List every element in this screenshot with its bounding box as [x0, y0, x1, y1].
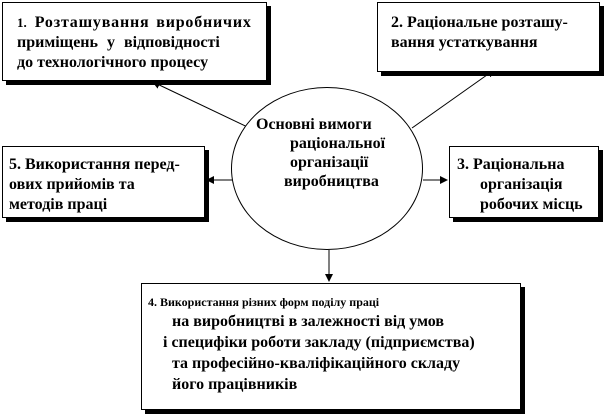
box1-line-2: приміщень у відповідності: [17, 34, 220, 51]
box4-line-1: на виробництві в залежності від умов: [172, 313, 444, 330]
box1-line-1: 1. Розташування виробничих: [17, 14, 252, 31]
central-ellipse: [231, 87, 423, 250]
central-ellipse-text: Основні вимоги раціональної організації …: [244, 115, 410, 191]
box2-line-1: 2. Раціональне розташу-: [391, 14, 568, 31]
box2-line-2: вання устаткування: [391, 34, 538, 51]
box-workplace-organization: 3. Раціональна організація робочих місць: [449, 146, 599, 218]
box4-line-2: і специфіки роботи закладу (підприємства…: [163, 334, 475, 351]
box5-line-2: ових прийомів та: [9, 176, 135, 193]
box-production-premises-layout: 1. Розташування виробничих приміщень у в…: [2, 2, 267, 81]
box1-line-3: до технологічного процесу: [17, 54, 209, 71]
center-line-3: організації: [290, 154, 369, 171]
box3-line-2: організація: [480, 176, 563, 193]
center-line-1: Основні вимоги: [256, 116, 372, 133]
box5-line-3: методів праці: [9, 196, 108, 213]
box4-line-4: його працівників: [172, 376, 298, 393]
box-advanced-methods: 5. Використання перед- ових прийомів та …: [2, 146, 205, 218]
box5-line-1: 5. Використання перед-: [9, 156, 180, 173]
box4-heading: 4. Використання різних форм поділу праці: [148, 295, 380, 309]
arrow-to-box2: [411, 69, 495, 129]
arrow-to-box1: [152, 81, 259, 133]
box3-line-1: 3. Раціональна: [457, 156, 565, 173]
center-line-4: виробництва: [284, 173, 379, 190]
box3-line-3: робочих місць: [480, 196, 583, 213]
center-line-2: раціональної: [290, 135, 386, 152]
box-division-of-labor: 4. Використання різних форм поділу праці…: [141, 283, 521, 410]
box-equipment-placement: 2. Раціональне розташу- вання устаткуван…: [377, 2, 600, 72]
box4-line-3: та професійно-кваліфікаційного складу: [172, 355, 461, 372]
